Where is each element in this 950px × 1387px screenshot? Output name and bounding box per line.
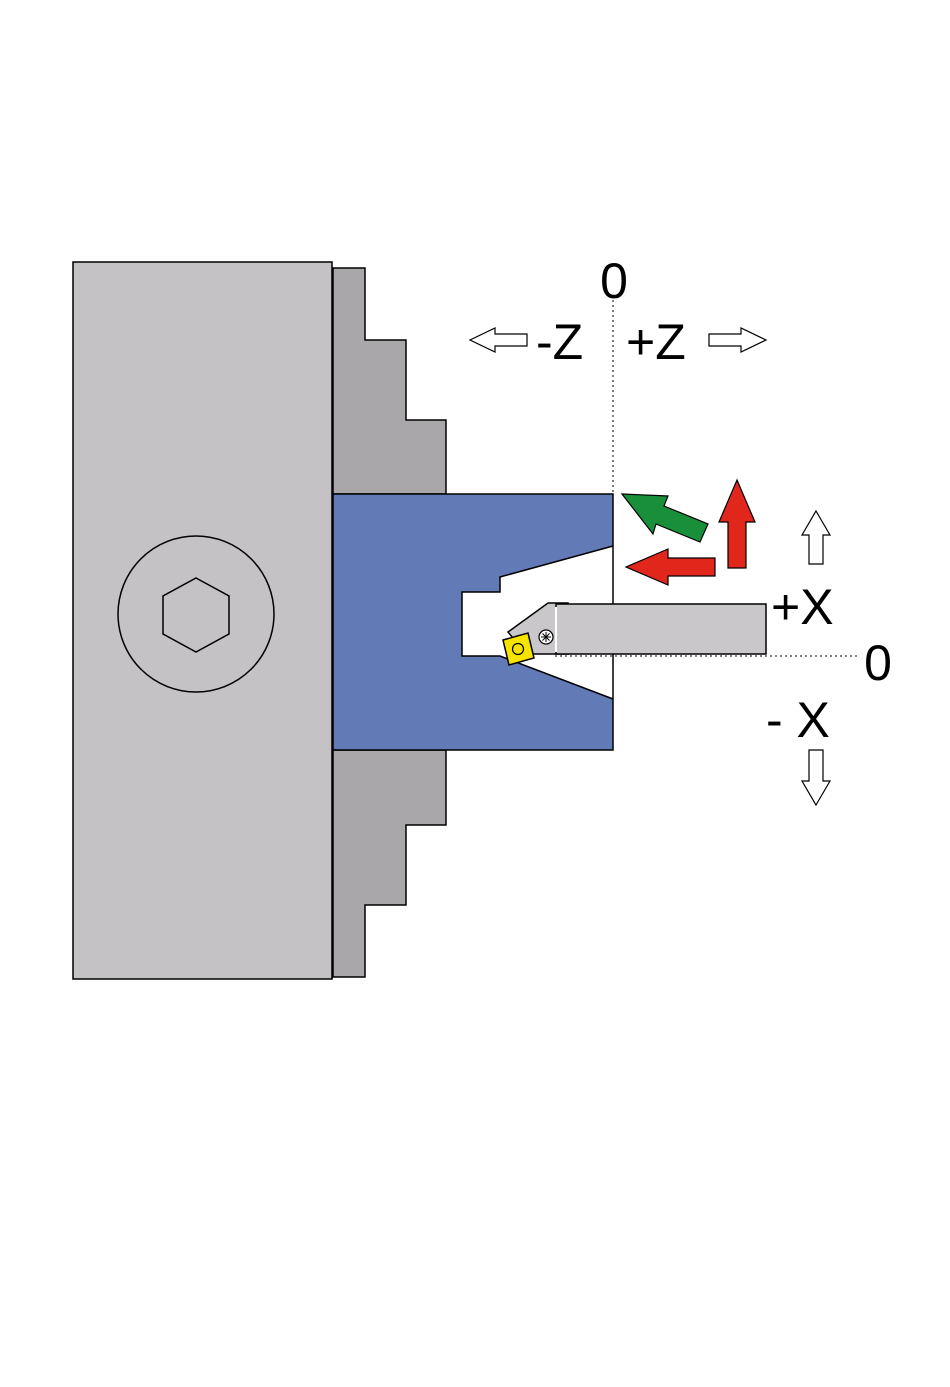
plus-z-arrow-icon bbox=[709, 328, 766, 352]
minus-z-arrow-icon bbox=[470, 328, 527, 352]
plus-z-label: +Z bbox=[626, 314, 686, 370]
chuck-jaw-upper bbox=[333, 268, 446, 494]
plus-x-arrow-icon bbox=[802, 511, 830, 564]
z-origin-label: 0 bbox=[600, 253, 628, 309]
cutting-insert-icon bbox=[503, 633, 534, 665]
chuck-body bbox=[73, 262, 332, 979]
green-diagonal-arrow-icon bbox=[622, 494, 708, 542]
clamp-screw-icon bbox=[539, 630, 553, 644]
tool-shank bbox=[556, 604, 766, 654]
minus-x-label: - X bbox=[766, 692, 830, 748]
minus-z-label: -Z bbox=[536, 314, 583, 370]
plus-x-label: +X bbox=[771, 579, 834, 635]
minus-x-arrow-icon bbox=[802, 750, 830, 805]
x-origin-label: 0 bbox=[864, 635, 892, 691]
chuck-jaw-lower bbox=[333, 750, 446, 977]
red-up-arrow-icon bbox=[719, 480, 755, 568]
red-left-arrow-icon bbox=[626, 549, 715, 585]
